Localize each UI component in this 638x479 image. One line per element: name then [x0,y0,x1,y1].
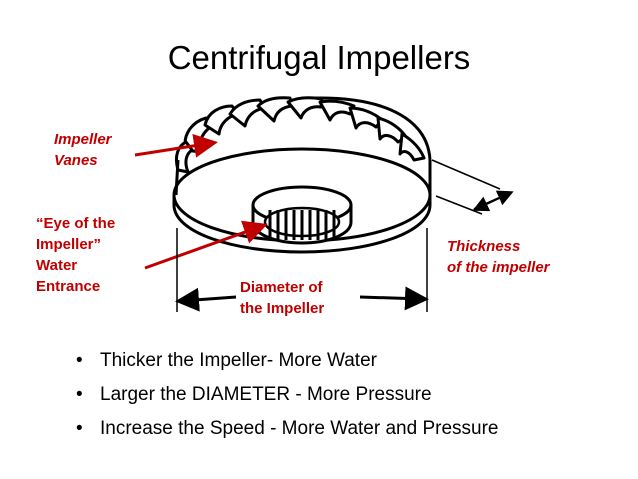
bullet-item: Thicker the Impeller- More Water [76,344,499,378]
eye-label-line: Entrance [36,278,101,295]
eye-label-line: Impeller” [36,236,102,253]
vanes-arrow [134,133,218,158]
vanes-label-line: Impeller [54,131,112,148]
diameter-dimension [175,228,429,312]
thickness-dimension [431,159,514,215]
impeller-eye [251,185,353,245]
vanes-label: Impeller Vanes [54,129,112,171]
eye-arrow [144,220,268,270]
impeller-vanes [174,96,426,174]
bullet-item: Increase the Speed - More Water and Pres… [76,412,499,446]
diameter-label-line: Diameter of [240,279,323,296]
bullet-list: Thicker the Impeller- More Water Larger … [76,344,499,446]
eye-label-line: “Eye of the [36,215,116,232]
eye-label-line: Water [36,257,78,274]
thickness-label-line: of the impeller [447,259,550,276]
diameter-label: Diameter of the Impeller [240,277,324,319]
bullet-item: Larger the DIAMETER - More Pressure [76,378,499,412]
thickness-label-line: Thickness [447,238,521,255]
diameter-label-line: the Impeller [240,300,325,317]
thickness-label: Thickness of the impeller [447,236,550,278]
vanes-label-line: Vanes [54,152,98,169]
eye-label: “Eye of the Impeller” Water Entrance [36,213,115,297]
page-title: Centrifugal Impellers [167,39,471,76]
